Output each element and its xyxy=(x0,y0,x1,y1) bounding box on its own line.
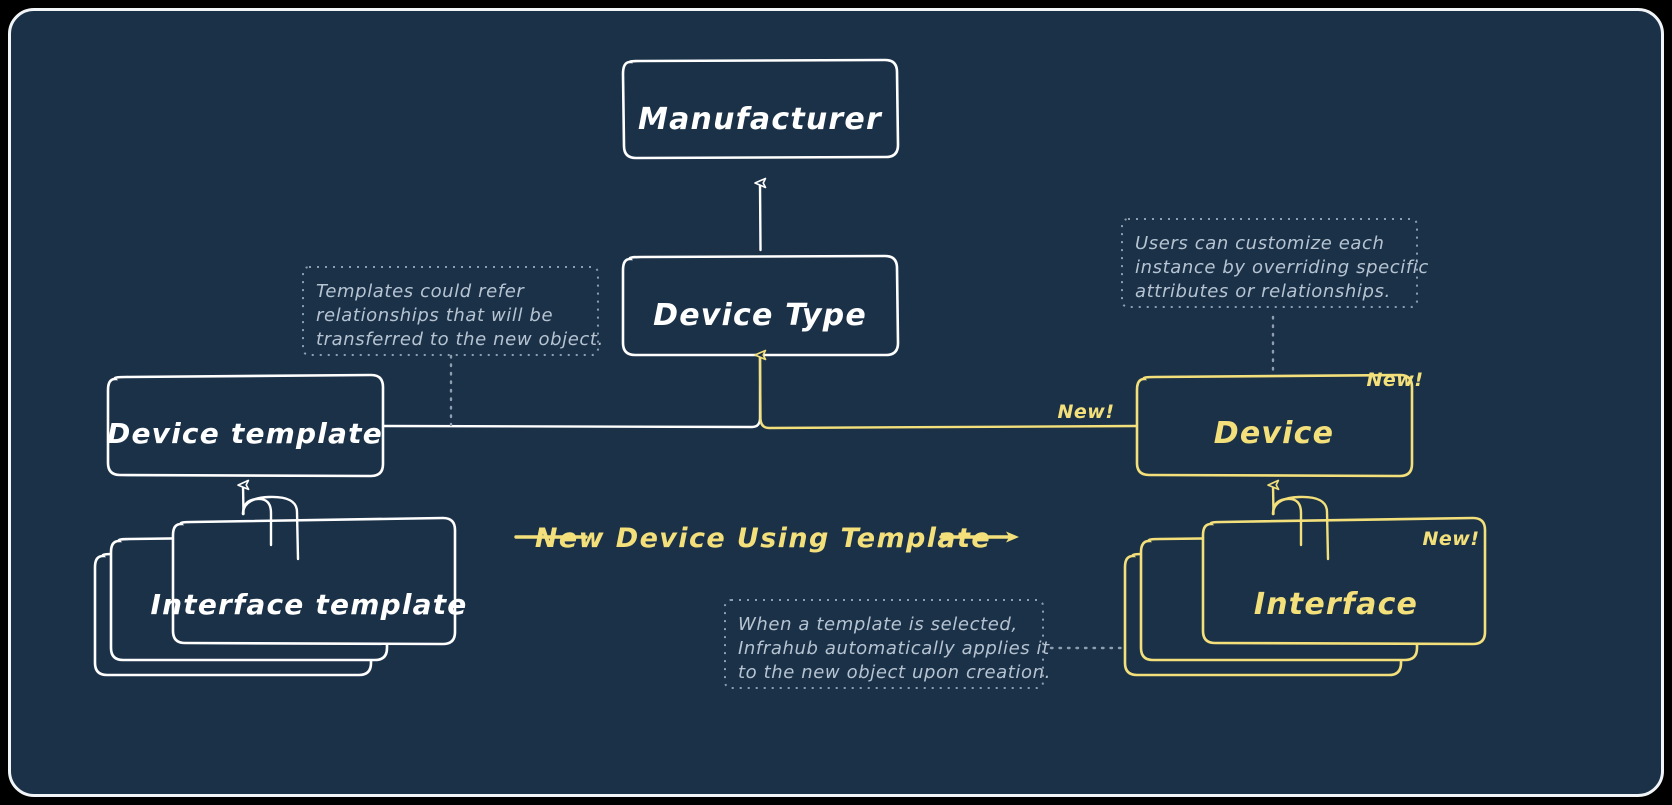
node-interface[interactable] xyxy=(1201,516,1487,646)
node-device-template-label: Device template xyxy=(107,417,383,450)
node-device-label: Device xyxy=(1214,416,1334,451)
annotation-line: instance by overriding specific xyxy=(1135,257,1429,278)
edge-interface-to-device xyxy=(1267,479,1330,561)
badge-new-device-node: New! xyxy=(1366,369,1423,391)
annotation-templates-refer: Templates could refer relationships that… xyxy=(302,266,604,356)
badge-new-interface-node: New! xyxy=(1422,528,1479,550)
edge-transition-label: New Device Using Template xyxy=(535,523,991,554)
annotation-line: relationships that will be xyxy=(316,305,553,326)
edge-interface-template-to-device-template xyxy=(237,479,300,561)
node-device-type[interactable] xyxy=(621,254,900,357)
annotation-line: to the new object upon creation. xyxy=(738,662,1051,683)
annotation-line: attributes or relationships. xyxy=(1135,281,1391,302)
node-device[interactable] xyxy=(1135,373,1414,478)
badge-new-device-edge: New! xyxy=(1057,401,1114,423)
annotation-template-selected: When a template is selected, Infrahub au… xyxy=(724,599,1051,689)
annotation-template-selected-box xyxy=(724,599,1044,689)
annotation-line: When a template is selected, xyxy=(738,614,1018,635)
edge-device-to-device-type xyxy=(754,349,1138,430)
node-manufacturer[interactable] xyxy=(621,58,900,160)
node-device-template[interactable] xyxy=(106,373,385,478)
annotation-line: Infrahub automatically applies it xyxy=(738,638,1050,659)
annotation-line: Users can customize each xyxy=(1135,233,1385,254)
annotation-users-customize: Users can customize each instance by ove… xyxy=(1121,218,1429,308)
annotation-line: Templates could refer xyxy=(316,281,525,302)
diagram-svg: Manufacturer Device Type Device template… xyxy=(93,58,1487,689)
node-manufacturer-label: Manufacturer xyxy=(638,102,883,137)
diagram-frame: Manufacturer Device Type Device template… xyxy=(8,8,1664,797)
node-interface-template[interactable] xyxy=(171,516,457,646)
node-device-type-label: Device Type xyxy=(653,298,867,333)
node-interface-template-label: Interface template xyxy=(150,588,467,621)
node-interface-label: Interface xyxy=(1254,587,1418,622)
annotation-line: transferred to the new object. xyxy=(316,329,604,350)
edge-device-template-to-device-type xyxy=(382,353,762,429)
edge-device-type-to-manufacturer xyxy=(754,177,767,252)
